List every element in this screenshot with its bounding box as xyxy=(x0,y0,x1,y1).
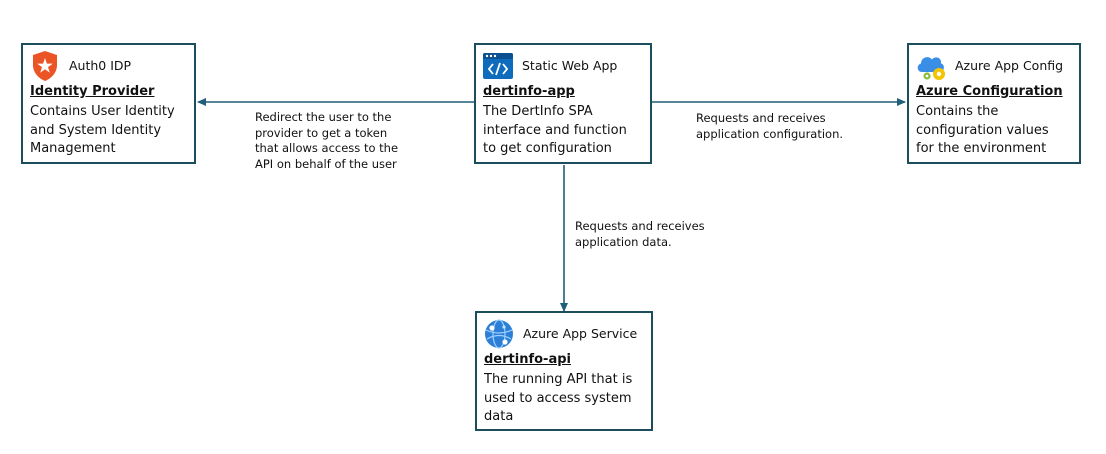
app-config-cloud-icon xyxy=(915,50,947,82)
node-service-label: Azure App Service xyxy=(523,326,638,341)
node-description: Contains User Identity and System Identi… xyxy=(30,104,175,156)
edge-config-label: Requests and receives application config… xyxy=(696,111,844,141)
app-service-globe-icon xyxy=(483,318,515,350)
node-description: The DertInfo SPA interface and function … xyxy=(483,104,627,156)
app-service-node: Azure App Service dertinfo-api The runni… xyxy=(475,311,653,431)
node-title: Azure Configuration xyxy=(916,84,1063,99)
node-description: Contains the configuration values for th… xyxy=(916,104,1049,156)
node-service-label: Auth0 IDP xyxy=(69,58,132,73)
auth0-shield-icon xyxy=(29,50,61,82)
identity-provider-node: Auth0 IDP Identity Provider Contains Use… xyxy=(21,43,196,164)
node-title: dertinfo-api xyxy=(484,352,571,367)
static-web-app-icon xyxy=(482,50,514,82)
node-description: The running API that is used to access s… xyxy=(484,372,633,424)
node-service-label: Azure App Config xyxy=(955,58,1064,73)
static-web-app-node: Static Web App dertinfo-app The DertInfo… xyxy=(474,43,652,164)
node-title: dertinfo-app xyxy=(483,84,575,99)
node-title: Identity Provider xyxy=(30,84,155,99)
edge-data-label: Requests and receives application data. xyxy=(575,219,705,249)
azure-configuration-node: Azure App Config Azure Configuration Con… xyxy=(907,43,1081,164)
edge-redirect-label: Redirect the user to the provider to get… xyxy=(255,110,399,171)
node-service-label: Static Web App xyxy=(522,58,618,73)
